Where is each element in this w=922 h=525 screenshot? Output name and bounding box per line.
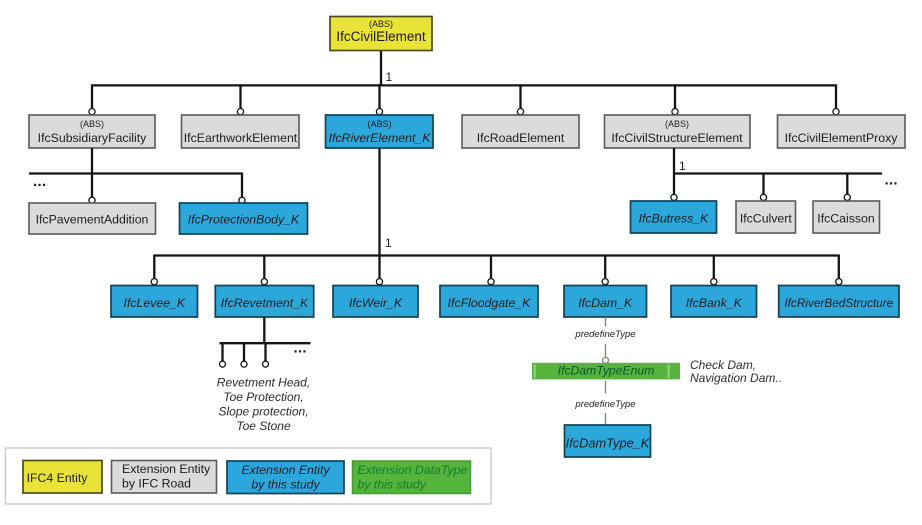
svg-text:IfcDamTypeEnum: IfcDamTypeEnum [558,364,655,378]
svg-text:IfcCivilElement: IfcCivilElement [336,29,426,44]
svg-text:Navigation Dam..: Navigation Dam.. [690,371,782,385]
svg-text:IfcRevetment_K: IfcRevetment_K [221,296,309,310]
svg-text:1: 1 [385,236,392,250]
svg-text:Check Dam,: Check Dam, [690,358,756,372]
svg-text:Extension Entity: Extension Entity [122,462,211,476]
svg-text:Extension Entity: Extension Entity [241,463,330,477]
svg-text:IfcPavementAddition: IfcPavementAddition [36,213,149,227]
svg-text:Revetment Head,: Revetment Head, [217,376,310,390]
svg-text:1: 1 [679,159,686,173]
svg-text:...: ... [33,173,46,190]
svg-text:1: 1 [386,70,393,84]
svg-text:IfcCulvert: IfcCulvert [740,212,793,226]
svg-text:IfcProtectionBody_K: IfcProtectionBody_K [188,213,300,227]
svg-text:(ABS): (ABS) [369,19,393,29]
svg-text:predefine Type: predefine Type [574,399,635,410]
svg-text:by IFC Road: by IFC Road [122,477,191,491]
svg-text:...: ... [885,172,898,189]
svg-text:Slope protection,: Slope protection, [218,405,308,419]
svg-text:IfcRiverElement_K: IfcRiverElement_K [329,131,432,145]
svg-text:IfcDamType_K: IfcDamType_K [566,436,650,451]
svg-text:IfcSubsidiaryFacility: IfcSubsidiaryFacility [38,131,148,145]
svg-text:IfcEarthworkElement: IfcEarthworkElement [184,131,298,145]
svg-text:IfcCivilStructureElement: IfcCivilStructureElement [611,131,743,145]
svg-text:IfcButress_K: IfcButress_K [639,212,710,226]
svg-text:(ABS): (ABS) [367,119,391,129]
svg-text:predefine Type: predefine Type [574,329,635,340]
svg-text:IfcDam_K: IfcDam_K [578,296,633,310]
svg-text:IfcFloodgate_K: IfcFloodgate_K [448,296,532,310]
svg-text:Extension DataType: Extension DataType [358,463,468,477]
svg-text:Toe Protection,: Toe Protection, [223,390,303,404]
svg-text:by this study: by this study [358,478,427,492]
svg-text:...: ... [294,340,307,357]
svg-text:IfcBank_K: IfcBank_K [686,296,743,310]
svg-text:IFC4 Entity: IFC4 Entity [27,471,89,485]
svg-text:IfcWeir_K: IfcWeir_K [349,296,403,310]
svg-text:Toe Stone: Toe Stone [236,419,291,433]
svg-text:IfcCivilElementProxy: IfcCivilElementProxy [785,131,899,145]
svg-text:(ABS): (ABS) [665,119,689,129]
svg-text:IfcRiverBedStructure: IfcRiverBedStructure [784,296,893,310]
svg-text:by this study: by this study [251,478,320,492]
svg-text:IfcRoadElement: IfcRoadElement [477,131,565,145]
svg-text:IfcCaisson: IfcCaisson [817,212,875,226]
svg-text:(ABS): (ABS) [80,119,104,129]
svg-text:IfcLevee_K: IfcLevee_K [124,296,186,310]
